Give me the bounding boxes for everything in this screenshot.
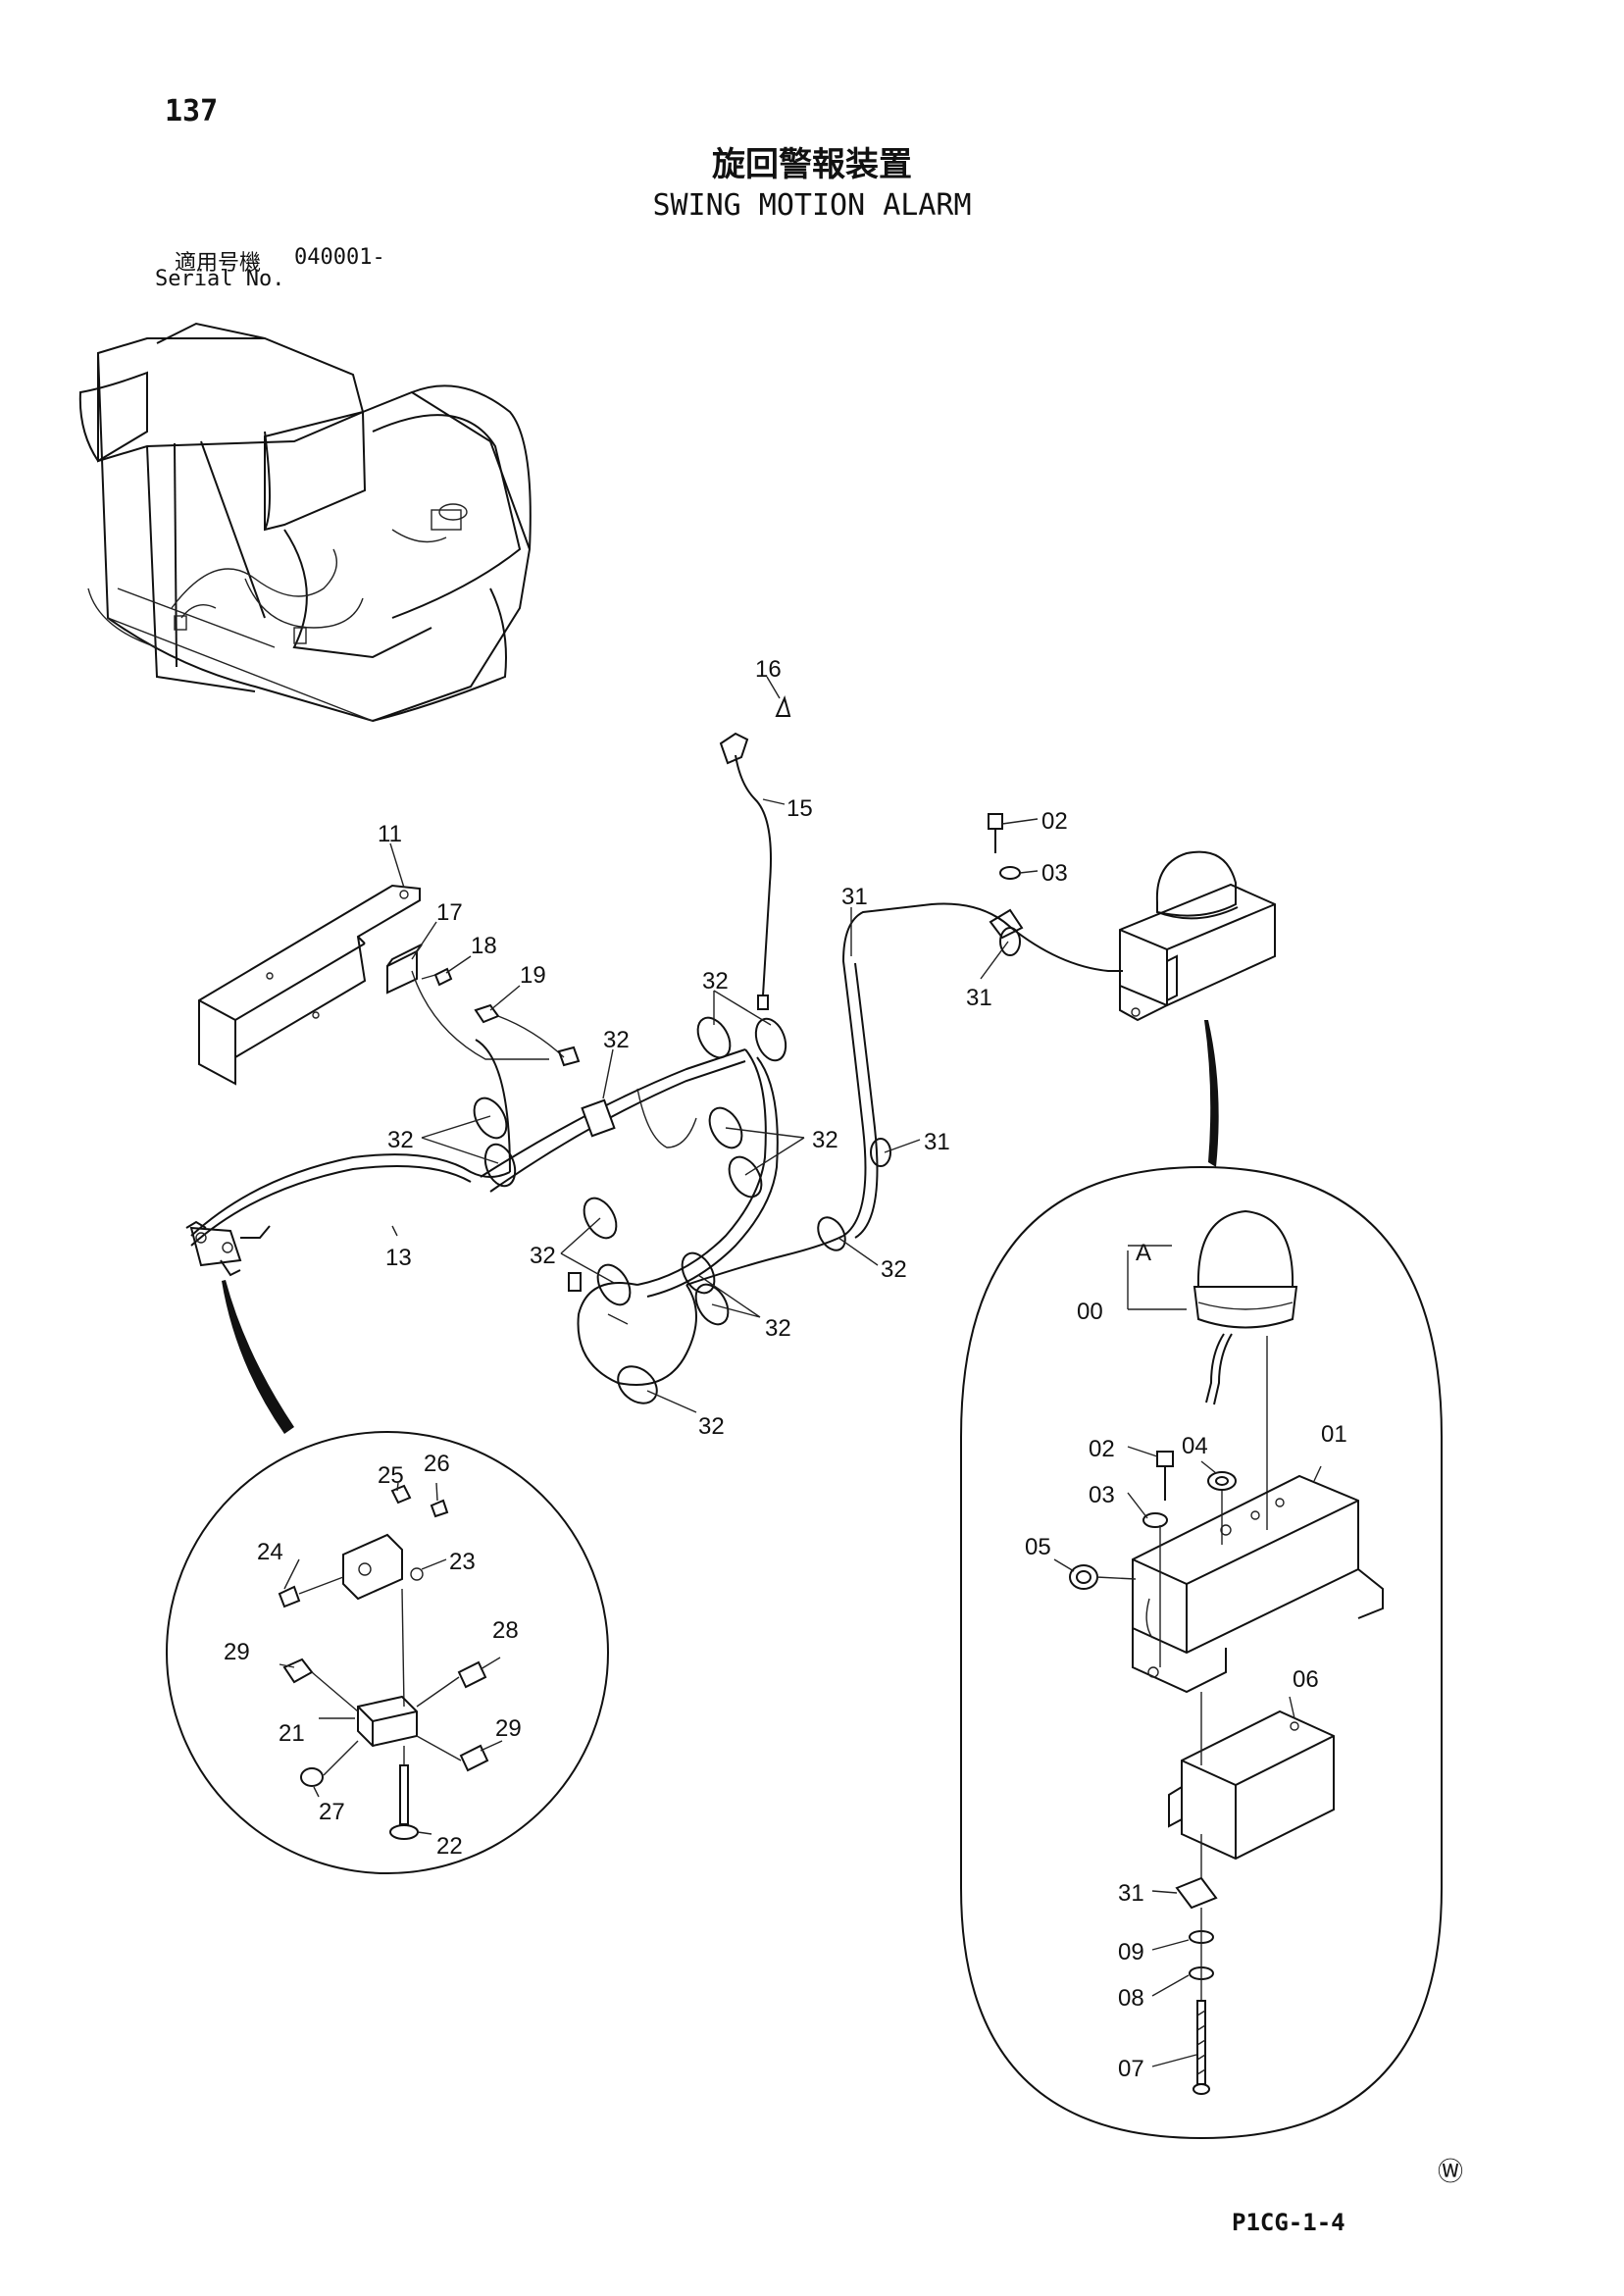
callout-32-connector: 32 xyxy=(603,1027,630,1053)
callout-03-main: 03 xyxy=(1041,860,1068,887)
callout-31-mid: 31 xyxy=(966,985,992,1011)
callout-31-top: 31 xyxy=(841,884,868,910)
serial-label-japanese: 適用号機 xyxy=(175,251,262,276)
callout-32-lower-left: 32 xyxy=(530,1243,556,1269)
circled-w-mark: Ⓦ xyxy=(1438,2158,1464,2187)
callout-17: 17 xyxy=(436,899,463,926)
callout-27: 27 xyxy=(319,1799,345,1825)
leader-lines xyxy=(279,676,1322,2067)
title-japanese: 旋回警報装置 xyxy=(712,145,912,184)
detail-circle-pressure-switch xyxy=(166,1431,609,1874)
callout-16: 16 xyxy=(755,656,782,683)
drawing-code: P1CG-1-4 xyxy=(1232,2209,1345,2236)
pressure-switch-connector-13 xyxy=(185,1220,271,1277)
page-number: 137 xyxy=(165,94,219,128)
callout-25: 25 xyxy=(378,1462,404,1489)
detail-capsule-alarm-exploded xyxy=(960,1165,1443,2140)
alarm-unit-assembled xyxy=(988,813,1276,1022)
callout-04: 04 xyxy=(1182,1433,1208,1459)
callout-01: 01 xyxy=(1321,1421,1347,1448)
callout-24: 24 xyxy=(257,1539,283,1565)
callout-19: 19 xyxy=(520,962,546,989)
callout-28: 28 xyxy=(492,1617,519,1644)
callout-21: 21 xyxy=(279,1720,305,1747)
callout-29-right: 29 xyxy=(495,1715,522,1742)
callout-A: A xyxy=(1136,1240,1151,1266)
harness-clamps xyxy=(473,927,1021,1404)
callout-13: 13 xyxy=(385,1245,412,1271)
callout-18: 18 xyxy=(471,933,497,959)
callout-15: 15 xyxy=(787,795,813,822)
callout-26: 26 xyxy=(424,1451,450,1477)
leader-wedge-right xyxy=(1204,1020,1219,1167)
callout-03-detail: 03 xyxy=(1089,1482,1115,1508)
callout-08: 08 xyxy=(1118,1985,1144,2012)
harness-bracket-assembly xyxy=(198,884,581,1086)
callout-05: 05 xyxy=(1025,1534,1051,1560)
callout-32-top: 32 xyxy=(702,968,729,995)
callout-07: 07 xyxy=(1118,2056,1144,2082)
callout-32-left: 32 xyxy=(387,1127,414,1153)
callout-22: 22 xyxy=(436,1833,463,1860)
callout-09: 09 xyxy=(1118,1939,1144,1965)
connector-harness-15 xyxy=(719,695,791,1010)
callout-labels: 16 15 11 17 18 19 13 02 03 31 31 31 32 3… xyxy=(224,656,1347,2082)
callout-02-main: 02 xyxy=(1041,808,1068,835)
callout-29-left: 29 xyxy=(224,1639,250,1665)
callout-31-right: 31 xyxy=(924,1129,950,1155)
callout-31-detail: 31 xyxy=(1118,1880,1144,1907)
title-english: SWING MOTION ALARM xyxy=(652,188,972,223)
serial-label-english: Serial No. xyxy=(155,267,285,291)
callout-11: 11 xyxy=(378,821,402,847)
callout-00: 00 xyxy=(1077,1299,1103,1325)
callout-32-lower: 32 xyxy=(765,1315,791,1342)
callout-06: 06 xyxy=(1293,1666,1319,1693)
callout-32-bottom: 32 xyxy=(698,1413,725,1440)
machine-overview-illustration xyxy=(78,322,532,723)
callout-32-right: 32 xyxy=(881,1256,907,1283)
serial-number: 040001- xyxy=(294,245,385,270)
callout-23: 23 xyxy=(449,1549,476,1575)
callout-32-center: 32 xyxy=(812,1127,838,1153)
callout-02-detail: 02 xyxy=(1089,1436,1115,1462)
leader-wedge-left xyxy=(222,1280,294,1434)
